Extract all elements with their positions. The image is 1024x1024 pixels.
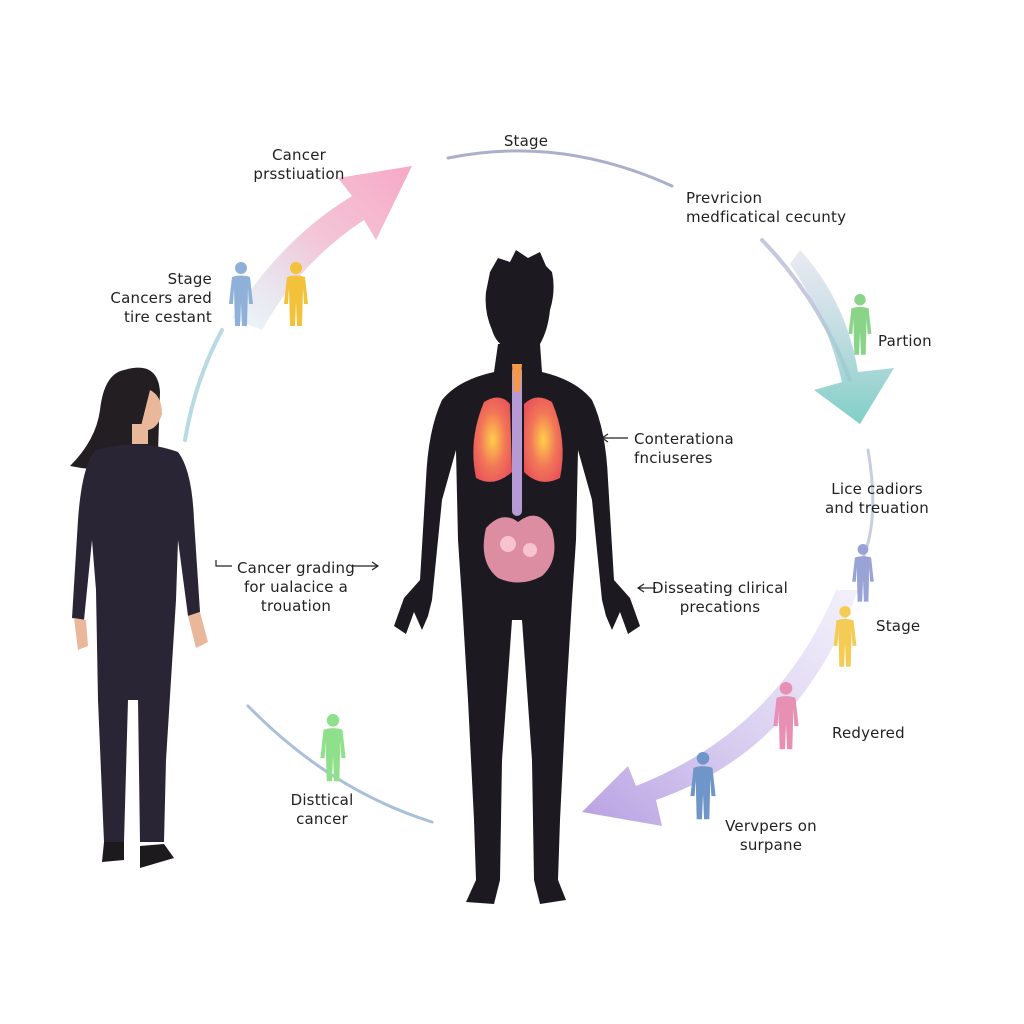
label-verypers: Vervpers on surpane <box>725 817 817 854</box>
label-disseating: Disseating clirical precations <box>652 579 788 616</box>
figure-pink-right <box>773 682 799 750</box>
figure-lilac-right <box>852 544 874 602</box>
spine <box>512 366 522 516</box>
arc-left <box>183 328 224 442</box>
woman-body <box>72 444 200 842</box>
woman-shoe-left <box>102 842 124 862</box>
trachea <box>512 364 522 392</box>
woman-figure <box>70 367 208 868</box>
figure-green-bottom-left <box>320 714 346 782</box>
label-top-stage: Stage <box>503 132 549 150</box>
arc-top <box>446 149 674 188</box>
figure-yellow-right <box>833 606 857 667</box>
woman-shoe-right <box>140 844 174 868</box>
human-silhouette <box>394 250 640 904</box>
pointer-lines <box>215 433 656 593</box>
arrow-pink-top-left <box>232 166 412 330</box>
label-lice-cadiors: Lice cadiors and treuation <box>825 480 929 517</box>
left-lung <box>473 397 512 482</box>
pointer-cancer-grading <box>215 560 380 571</box>
abdominal-organs <box>483 515 555 583</box>
silhouette-head <box>485 250 554 350</box>
woman-face <box>140 390 162 430</box>
label-contorationa: Conterationa fnciuseres <box>634 430 734 467</box>
figure-yellow-top-left <box>284 262 308 326</box>
label-stage-cancers: Stage Cancers ared tire cestant <box>110 270 212 326</box>
right-lung <box>524 397 563 482</box>
label-cancer-prostitution: Cancer prsstiuation <box>253 146 345 183</box>
label-cancer-grading: Cancer grading for ualacice a trouation <box>237 559 355 615</box>
label-prevision: Prevricion medficatical cecunty <box>686 189 847 226</box>
woman-hand-right <box>188 612 208 648</box>
label-stage-right: Stage <box>876 617 921 635</box>
arrow-purple-bottom-right <box>582 590 858 826</box>
figure-green-top-right <box>848 294 872 355</box>
pointer-conterationa <box>600 433 628 443</box>
label-distical: Disttical cancer <box>290 791 354 828</box>
figure-blue-bottom-right <box>690 752 716 820</box>
label-redyered: Redyered <box>832 724 905 742</box>
arrow-teal-right <box>790 250 894 424</box>
figure-blue-top-left <box>229 262 253 326</box>
woman-hand-left <box>74 618 88 650</box>
label-partion: Partion <box>878 332 932 350</box>
pointer-disseating <box>636 583 656 593</box>
woman-hair <box>70 367 160 470</box>
